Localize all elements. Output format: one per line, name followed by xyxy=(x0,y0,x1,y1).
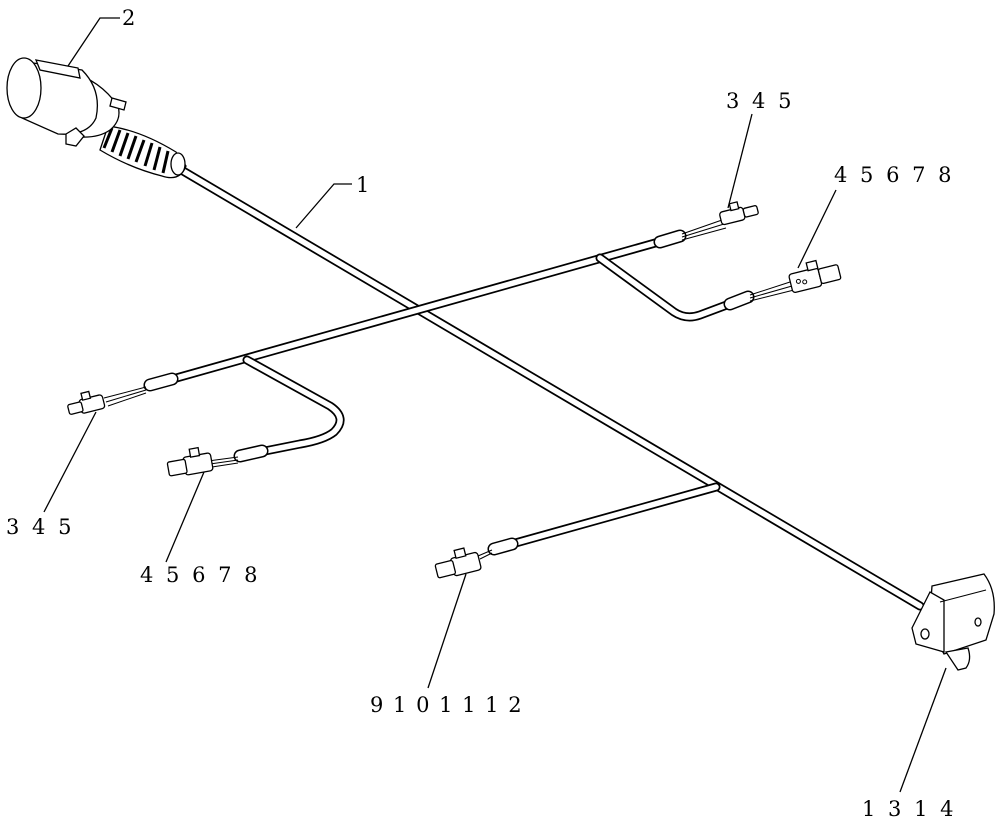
plug-7pin xyxy=(6,57,187,179)
main-cable xyxy=(173,163,925,611)
callout-labels: 1 2 3 4 5 4 5 6 7 8 3 4 5 4 5 6 7 8 9 1 … xyxy=(6,6,953,821)
callout-4-5-6-7-8-upper: 4 5 6 7 8 xyxy=(834,163,952,187)
connector-4pin-lower xyxy=(434,547,482,579)
branch-lower-left xyxy=(233,355,345,463)
leader-lines xyxy=(43,17,947,793)
socket-7pin xyxy=(911,573,995,671)
callout-3-4-5-upper: 3 4 5 xyxy=(726,89,791,113)
connector-leads xyxy=(103,219,795,560)
callout-13-14: 1 3 1 4 xyxy=(862,797,953,821)
cross-branch-wire xyxy=(143,229,687,392)
branch-lower xyxy=(487,482,721,556)
callout-4-5-6-7-8-left: 4 5 6 7 8 xyxy=(140,563,258,587)
connector-2pin-upper xyxy=(719,201,759,226)
callout-1: 1 xyxy=(356,173,369,197)
callout-3-4-5-left: 3 4 5 xyxy=(6,515,71,539)
callout-2: 2 xyxy=(122,6,135,30)
connector-2pin-left xyxy=(67,390,106,415)
connector-3pin-upper xyxy=(788,259,842,294)
branch-upper-right xyxy=(595,253,755,322)
connector-3pin-left xyxy=(166,446,214,477)
callout-9-10-11-12: 9 1 0 1 1 1 2 xyxy=(370,693,522,717)
